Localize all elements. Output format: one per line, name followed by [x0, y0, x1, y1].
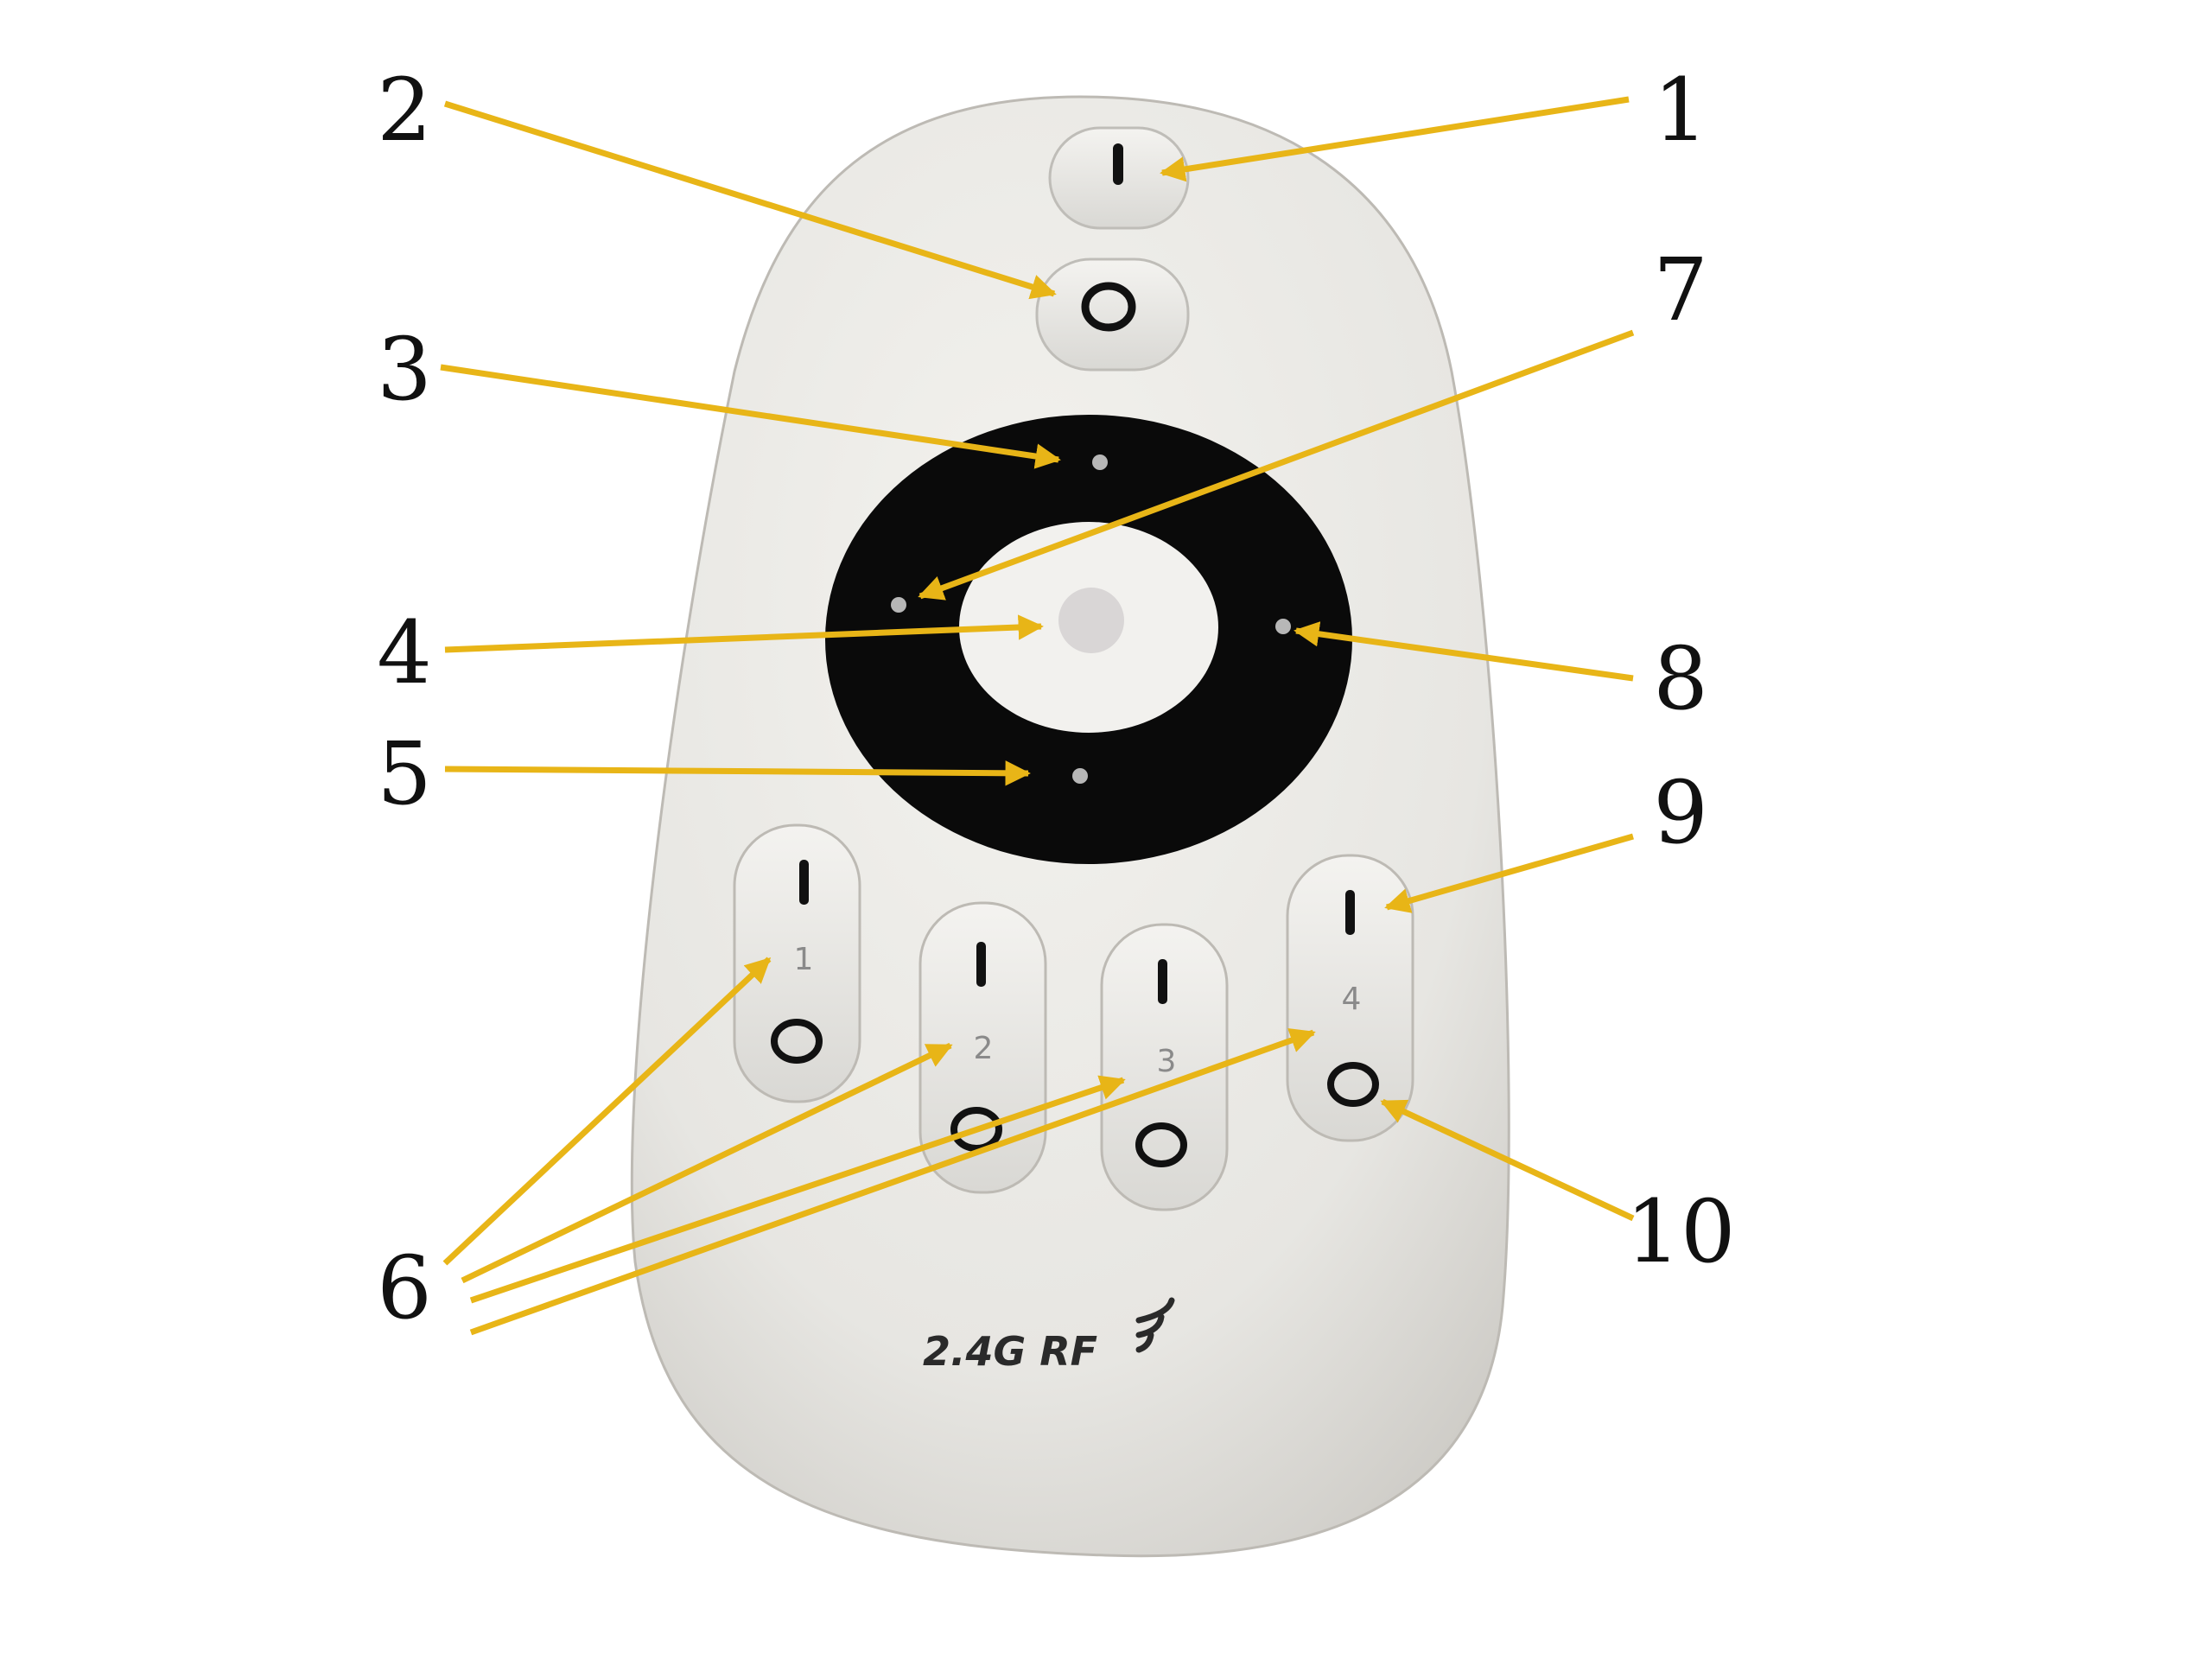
callout-9: 9	[1653, 762, 1708, 863]
callout-10: 10	[1625, 1181, 1735, 1282]
zone-off-icon	[950, 1107, 1002, 1152]
arrow-2	[443, 100, 1057, 300]
callout-2: 2	[377, 60, 432, 161]
callout-4: 4	[377, 602, 432, 703]
ring-dot-right	[1275, 619, 1291, 634]
zone-number: 3	[1157, 1044, 1177, 1079]
zone-button-4[interactable]: 4	[1286, 854, 1414, 1142]
arrow-1	[1160, 96, 1630, 182]
center-indicator-light	[1058, 588, 1124, 653]
zone-number: 1	[794, 942, 814, 977]
zone-on-icon	[976, 942, 986, 987]
arrow-7	[918, 329, 1635, 601]
arrow-6d	[469, 1028, 1316, 1336]
rf-label: 2.4G RF	[923, 1328, 1097, 1375]
arrow-6a	[442, 957, 772, 1266]
on-bar-icon	[1113, 143, 1123, 185]
arrow-6b	[461, 1042, 953, 1284]
arrow-3	[440, 364, 1061, 469]
wireless-signal-icon	[1135, 1297, 1175, 1353]
zone-number: 2	[974, 1031, 994, 1066]
callout-8: 8	[1653, 628, 1708, 729]
arrow-6c	[469, 1075, 1126, 1304]
ring-dot-left	[891, 597, 906, 613]
zone-on-icon	[1158, 959, 1167, 1004]
master-off-button[interactable]	[1035, 257, 1190, 372]
zone-off-icon	[771, 1019, 823, 1064]
callout-6: 6	[377, 1237, 432, 1338]
zone-off-icon	[1135, 1122, 1187, 1167]
arrow-8	[1294, 621, 1634, 682]
arrow-9	[1384, 833, 1634, 913]
callout-3: 3	[377, 319, 432, 420]
arrow-10	[1380, 1098, 1635, 1222]
zone-number: 4	[1342, 982, 1362, 1017]
ring-dot-top	[1092, 454, 1108, 470]
callout-labels: 1 2 3 4 5 6 7 8 9 10	[377, 60, 1735, 1338]
zone-on-icon	[1345, 890, 1355, 935]
zone-button-3[interactable]: 3	[1100, 923, 1229, 1211]
off-circle-icon	[1081, 282, 1136, 332]
callout-1: 1	[1653, 60, 1708, 161]
callout-7: 7	[1653, 239, 1708, 340]
ring-dot-bottom	[1072, 768, 1088, 784]
master-on-button[interactable]	[1048, 126, 1190, 230]
zone-off-icon	[1327, 1062, 1379, 1107]
touch-ring[interactable]	[825, 415, 1352, 864]
zone-on-icon	[799, 860, 809, 905]
arrow-4	[444, 614, 1044, 653]
zone-button-1[interactable]: 1	[733, 823, 861, 1103]
arrow-5	[444, 760, 1031, 786]
callout-arrows	[440, 96, 1635, 1336]
callout-5: 5	[377, 723, 432, 824]
